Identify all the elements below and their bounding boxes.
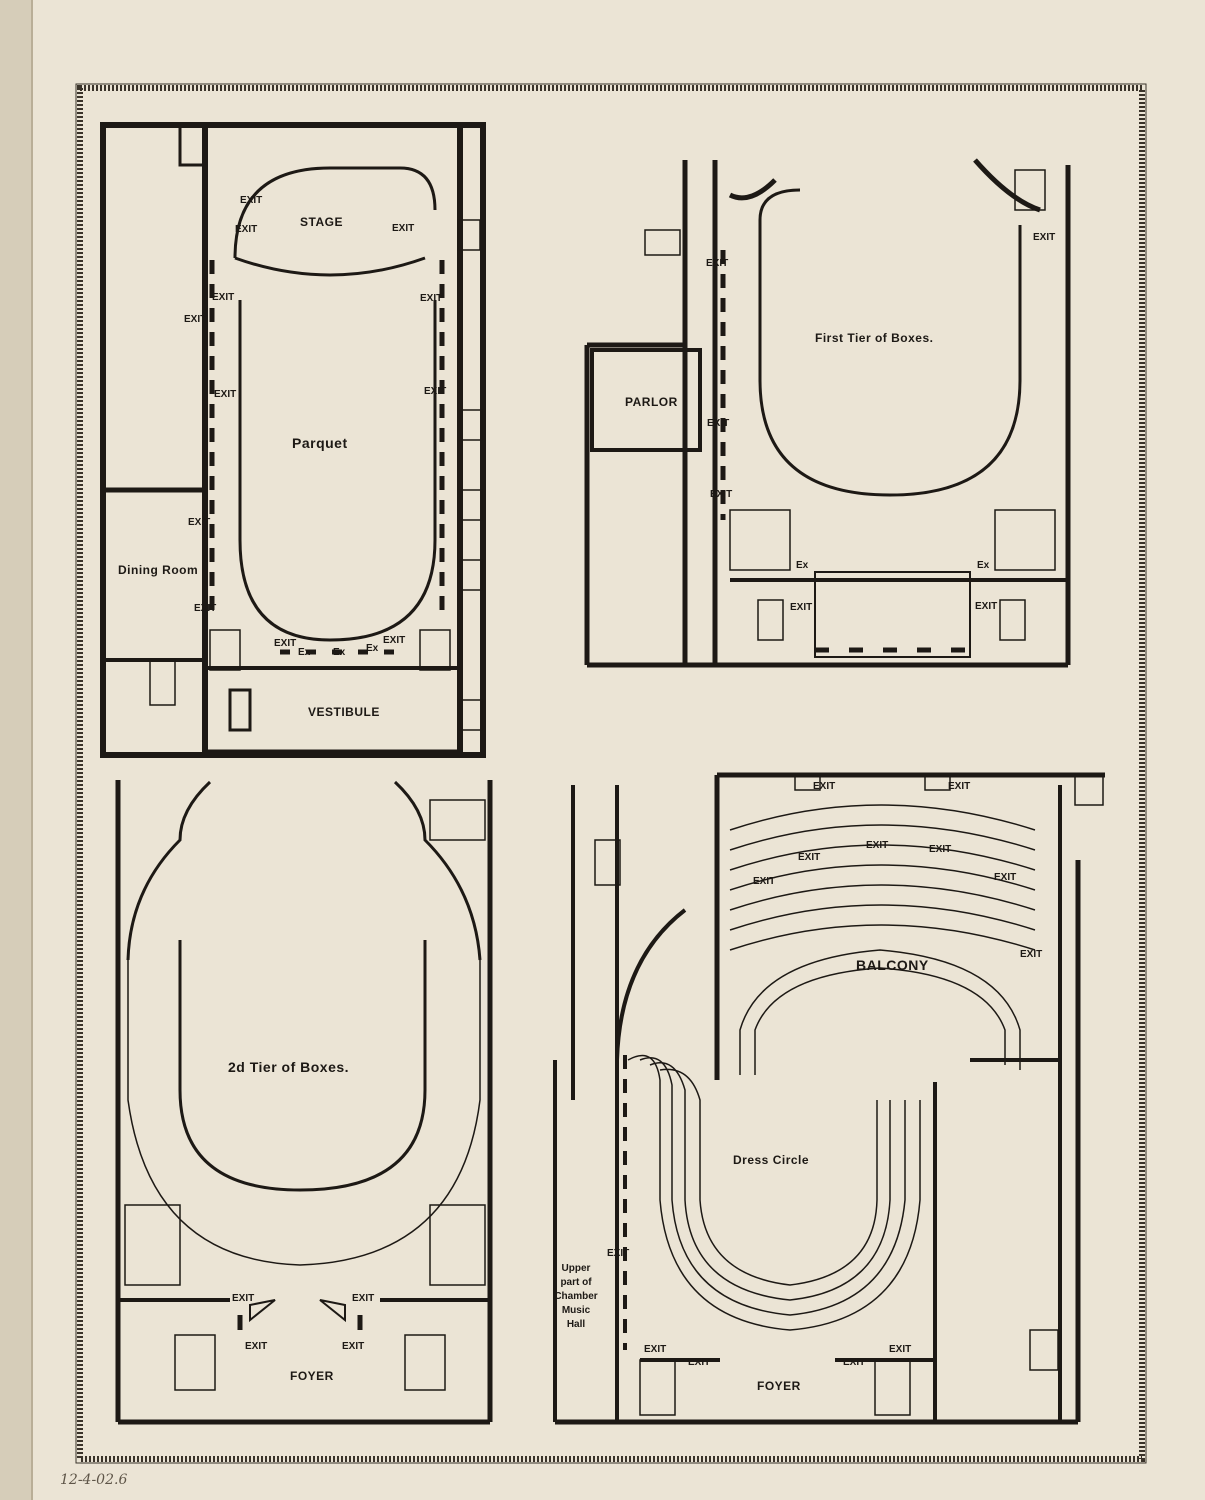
exit-label: EXIT — [424, 386, 446, 397]
label-foyer: FOYER — [290, 1369, 334, 1383]
exit-label: EXIT — [753, 876, 775, 887]
ex-label: Ex — [298, 647, 311, 658]
pencil-note: 12-4-02.6 — [60, 1472, 127, 1488]
exit-label: EXIT — [644, 1344, 666, 1355]
exit-label: EXIT — [790, 602, 812, 613]
exit-label: EXIT — [948, 781, 970, 792]
exit-label: EXIT — [866, 840, 888, 851]
label-balcony: BALCONY — [856, 957, 929, 973]
exit-label: EXIT — [188, 517, 210, 528]
exit-label: EXIT — [392, 223, 414, 234]
exit-label: EXIT — [342, 1341, 364, 1352]
label-dining-room: Dining Room — [118, 563, 198, 577]
label-parlor: PARLOR — [625, 395, 678, 409]
exit-label: EXIT — [798, 852, 820, 863]
ex-label: Ex — [977, 560, 990, 571]
ex-label: Ex — [333, 647, 346, 658]
label-vestibule: VESTIBULE — [308, 705, 380, 719]
exit-label: EXIT — [813, 781, 835, 792]
exit-label: EXIT — [194, 603, 216, 614]
plan-parquet — [100, 122, 486, 758]
label-second-tier: 2d Tier of Boxes. — [228, 1059, 349, 1075]
exit-label: EXIT — [710, 489, 732, 500]
exit-label: EXIT — [889, 1344, 911, 1355]
exit-label: EXIT — [184, 314, 206, 325]
exit-label: EXIT — [975, 601, 997, 612]
label-parquet: Parquet — [292, 435, 348, 451]
exit-label: EXIT — [240, 195, 262, 206]
exit-label: EXIT — [843, 1357, 865, 1368]
exit-label: EXIT — [274, 638, 296, 649]
page-border — [75, 83, 1147, 1464]
exit-label: EXIT — [235, 224, 257, 235]
ex-label: Ex — [366, 643, 379, 654]
plan-first-tier — [584, 158, 1071, 668]
label-foyer-2: FOYER — [757, 1379, 801, 1393]
exit-label: EXIT — [245, 1341, 267, 1352]
exit-label: EXIT — [214, 389, 236, 400]
label-dress-circle: Dress Circle — [733, 1153, 809, 1167]
exit-label: EXIT — [1033, 232, 1055, 243]
ex-label: Ex — [796, 560, 809, 571]
exit-label: EXIT — [352, 1293, 374, 1304]
exit-label: EXIT — [383, 635, 405, 646]
exit-label: EXIT — [707, 418, 729, 429]
exit-label: EXIT — [706, 258, 728, 269]
exit-label: EXIT — [929, 844, 951, 855]
plan-balcony — [553, 772, 1105, 1425]
exit-label: EXIT — [607, 1248, 629, 1259]
exit-label: EXIT — [688, 1357, 710, 1368]
exit-label: EXIT — [232, 1293, 254, 1304]
exit-label: EXIT — [994, 872, 1016, 883]
plan-second-tier — [115, 780, 493, 1425]
exit-label: EXIT — [212, 292, 234, 303]
exit-label: EXIT — [420, 293, 442, 304]
label-chamber-note: Upper part of Chamber Music Hall — [554, 1263, 598, 1330]
label-first-tier: First Tier of Boxes. — [815, 331, 933, 345]
exit-label: EXIT — [1020, 949, 1042, 960]
label-stage: STAGE — [300, 215, 343, 229]
